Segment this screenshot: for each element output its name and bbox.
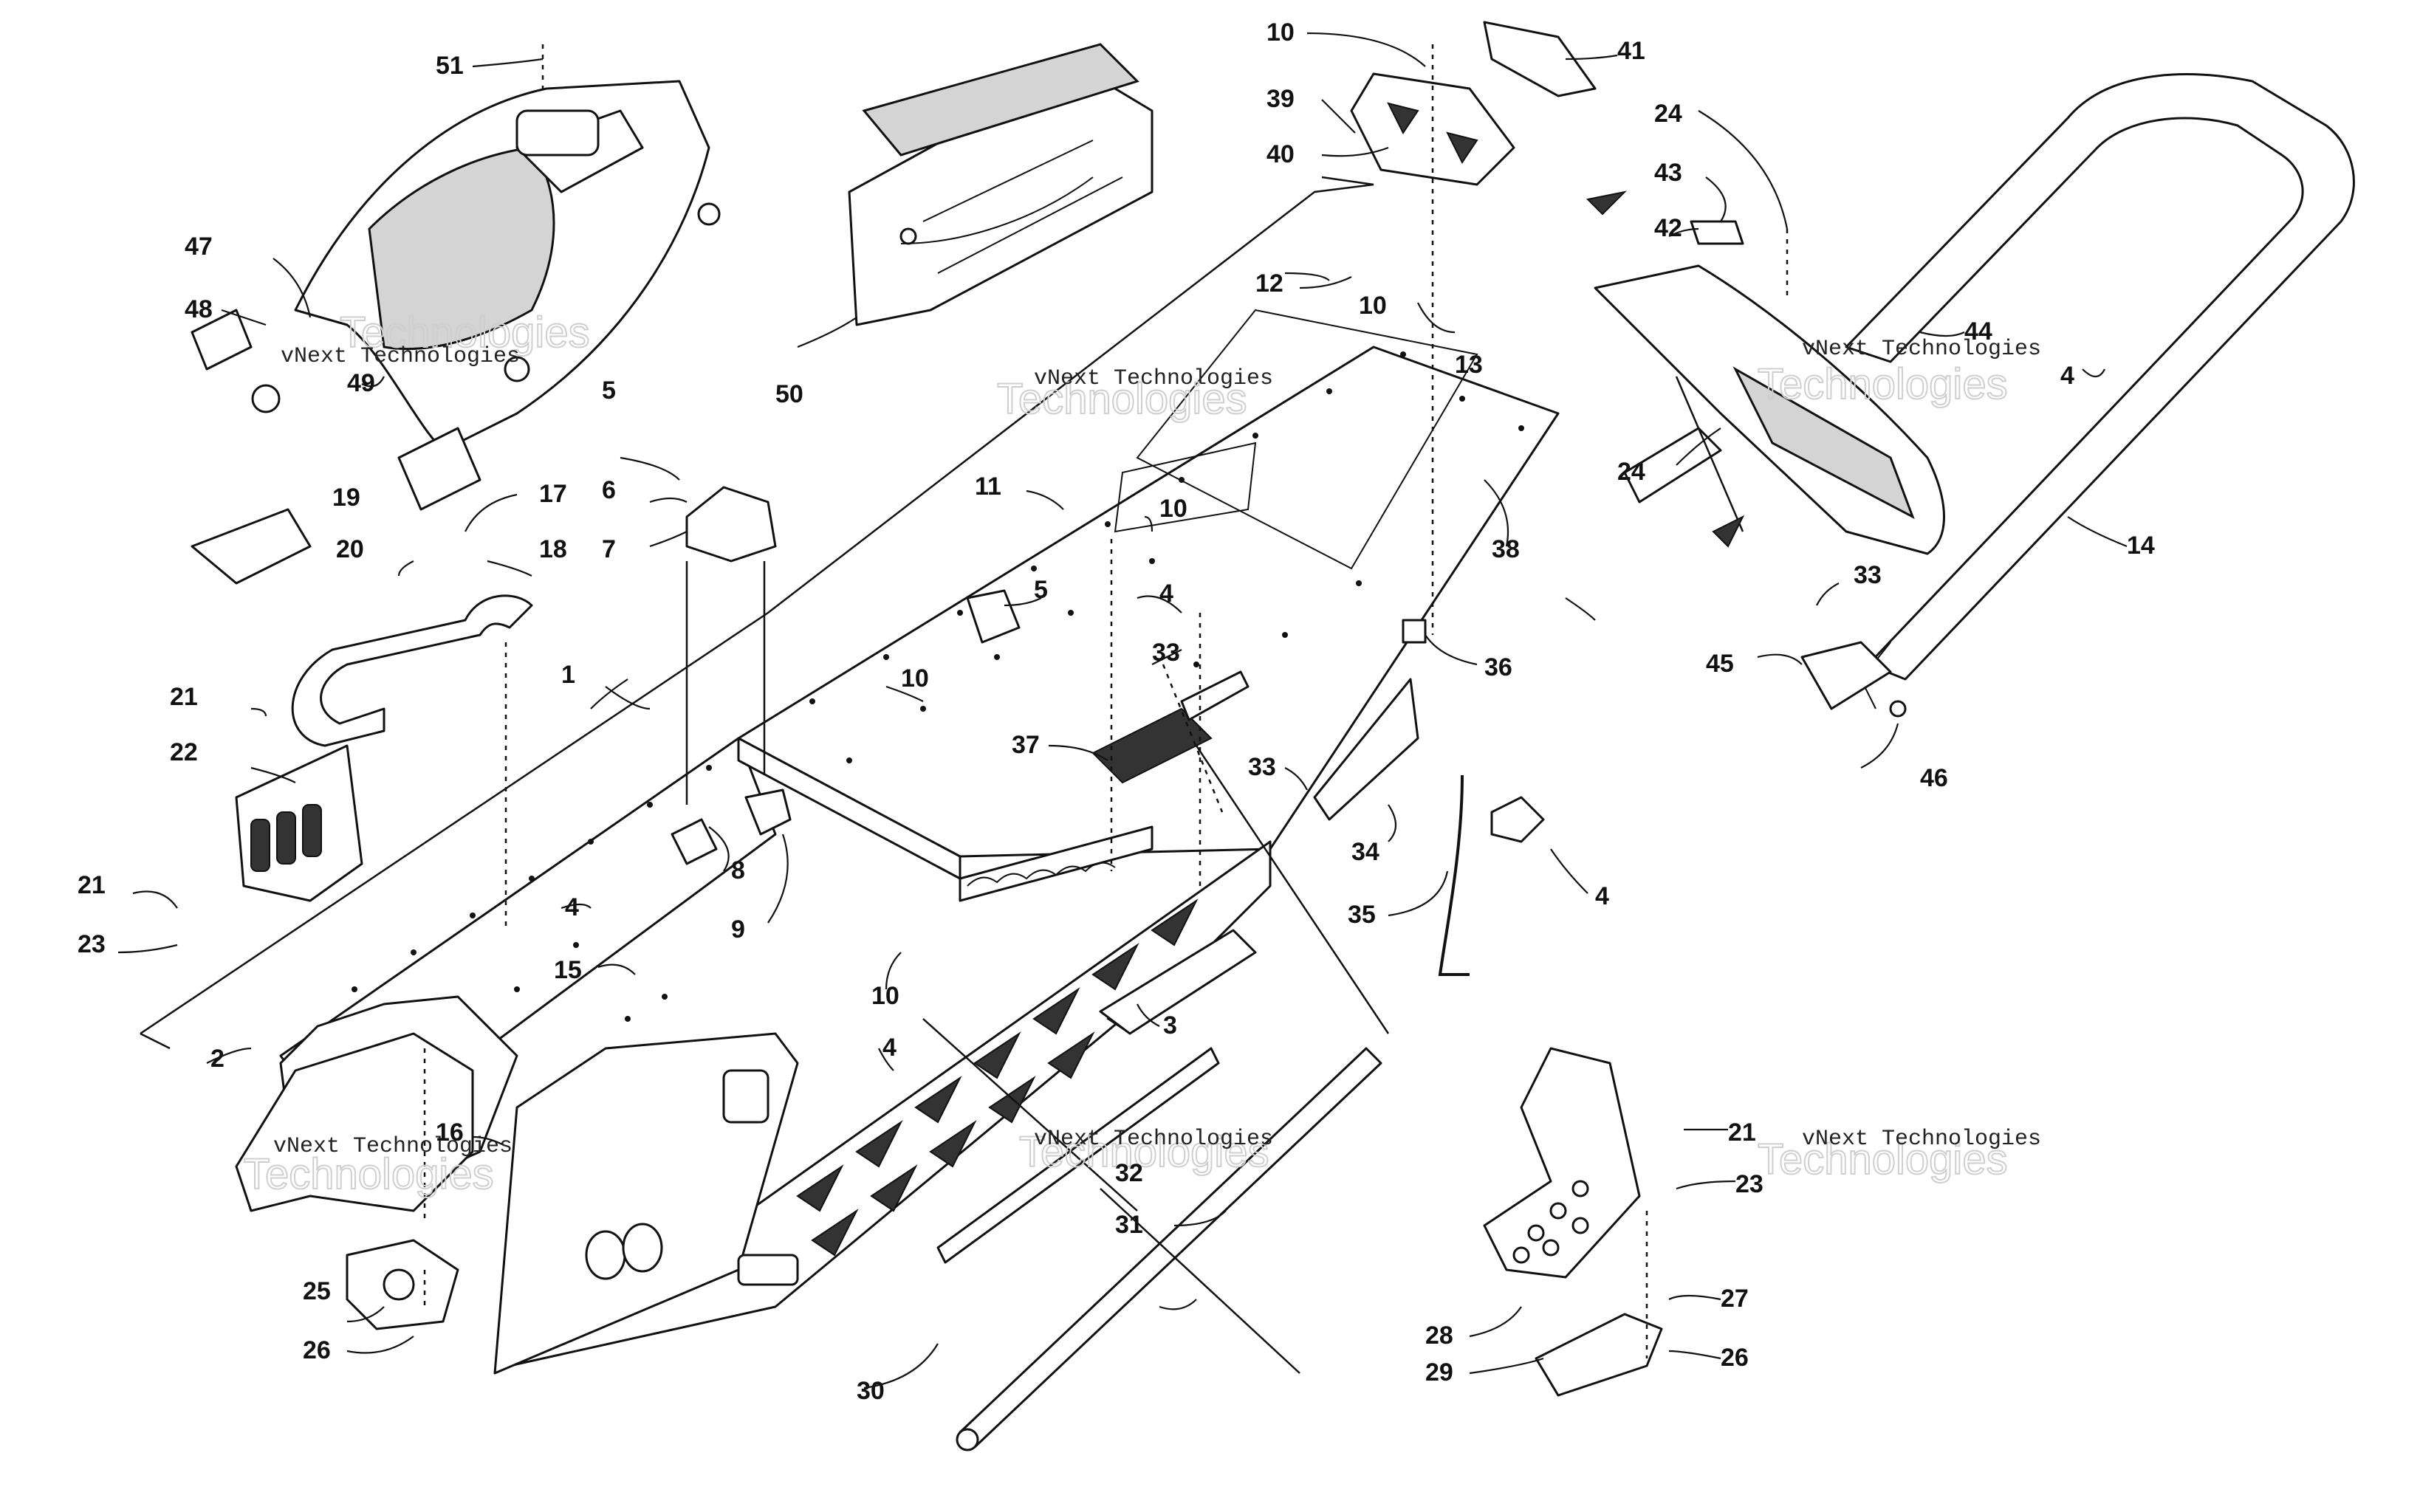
left-trim-parts <box>191 486 1021 902</box>
explode-frame <box>140 176 1374 1035</box>
direction-arrows <box>1586 190 1745 548</box>
callout-45: 45 <box>1706 650 1734 678</box>
tail-light-flap <box>1594 220 1945 555</box>
callout-24b: 24 <box>1617 458 1645 486</box>
callout-31: 31 <box>1115 1211 1143 1239</box>
seat-bag <box>848 43 1154 326</box>
callout-38: 38 <box>1492 535 1520 563</box>
callout-21c: 21 <box>1728 1118 1756 1147</box>
callout-33b: 33 <box>1152 639 1180 667</box>
callout-14: 14 <box>2127 532 2155 560</box>
watermark-big-1: Technologies <box>340 309 590 357</box>
callout-37: 37 <box>1012 731 1040 759</box>
callout-10a: 10 <box>1266 18 1295 47</box>
callout-27: 27 <box>1721 1285 1749 1313</box>
callout-10e: 10 <box>871 982 899 1010</box>
callout-33a: 33 <box>1854 561 1882 589</box>
callout-4e: 4 <box>565 893 579 921</box>
watermark-big-5: Technologies <box>1019 1128 1269 1176</box>
callout-50: 50 <box>775 380 803 408</box>
callout-24a: 24 <box>1654 100 1682 128</box>
tail-bracket <box>1350 21 1597 186</box>
callout-5b: 5 <box>602 377 616 405</box>
callout-17: 17 <box>539 480 567 508</box>
watermark-big-3: Technologies <box>1758 360 2008 408</box>
callout-47: 47 <box>185 233 213 261</box>
callout-4a: 4 <box>2060 362 2074 390</box>
callout-39: 39 <box>1266 85 1295 113</box>
callout-1: 1 <box>561 661 575 689</box>
callout-13: 13 <box>1455 351 1483 379</box>
callout-21b: 21 <box>78 871 106 899</box>
callout-46: 46 <box>1920 764 1948 792</box>
callout-23a: 23 <box>78 930 106 958</box>
callout-48: 48 <box>185 295 213 323</box>
watermark-small-1: vNext Technologies <box>281 344 520 369</box>
callout-29: 29 <box>1425 1358 1453 1386</box>
callout-10d: 10 <box>901 664 929 693</box>
seat <box>191 80 721 511</box>
watermark-big-4: Technologies <box>244 1150 494 1198</box>
callout-4d: 4 <box>882 1034 897 1062</box>
callout-16: 16 <box>436 1118 464 1147</box>
watermark-small-6: vNext Technologies <box>1802 1127 2041 1152</box>
callout-41: 41 <box>1617 37 1645 65</box>
callout-32: 32 <box>1115 1159 1143 1187</box>
callout-26b: 26 <box>1721 1344 1749 1372</box>
callout-34: 34 <box>1351 838 1379 866</box>
front-brackets <box>235 1032 474 1330</box>
callout-11: 11 <box>975 472 1001 501</box>
callout-25: 25 <box>303 1277 331 1305</box>
watermark-small-2: vNext Technologies <box>1034 366 1273 391</box>
callout-49: 49 <box>347 369 375 397</box>
callouts: 51 47 48 49 50 10 39 40 41 24 43 42 12 1… <box>78 18 2155 1405</box>
callout-2: 2 <box>210 1045 224 1073</box>
callout-7: 7 <box>602 535 616 563</box>
callout-23b: 23 <box>1735 1170 1763 1198</box>
callout-44: 44 <box>1964 317 1992 346</box>
callout-43: 43 <box>1654 159 1682 187</box>
callout-5a: 5 <box>1034 576 1048 604</box>
callout-35: 35 <box>1348 901 1376 929</box>
callout-28: 28 <box>1425 1322 1453 1350</box>
callout-4b: 4 <box>1159 580 1173 608</box>
callout-6: 6 <box>602 476 616 504</box>
callout-15: 15 <box>554 956 582 984</box>
callout-22: 22 <box>170 738 198 766</box>
callout-10c: 10 <box>1159 495 1187 523</box>
running-board <box>1483 1047 1663 1397</box>
rivet-holes <box>352 351 1524 1022</box>
callout-51: 51 <box>436 52 464 80</box>
callout-42: 42 <box>1654 214 1682 242</box>
callout-21a: 21 <box>170 683 198 711</box>
callout-8: 8 <box>731 856 745 884</box>
watermark: Technologies vNext Technologies Technolo… <box>243 308 2041 1199</box>
callout-33c: 33 <box>1248 753 1276 781</box>
callout-4c: 4 <box>1595 882 1609 910</box>
callout-20: 20 <box>336 535 364 563</box>
callout-26a: 26 <box>303 1336 331 1364</box>
callout-40: 40 <box>1266 140 1295 168</box>
watermark-small-5: vNext Technologies <box>1034 1127 1273 1152</box>
watermark-small-4: vNext Technologies <box>273 1134 513 1159</box>
watermark-big-6: Technologies <box>1758 1135 2008 1183</box>
right-side-parts <box>936 619 1545 1451</box>
callout-12: 12 <box>1255 269 1283 298</box>
callout-18: 18 <box>539 535 567 563</box>
callout-19: 19 <box>332 484 360 512</box>
watermark-big-2: Technologies <box>997 375 1247 423</box>
callout-9: 9 <box>731 915 745 944</box>
callout-10b: 10 <box>1359 292 1387 320</box>
fastener-guides <box>423 44 1789 1374</box>
callout-leaders <box>117 32 2128 1389</box>
watermark-small-3: vNext Technologies <box>1802 337 2041 362</box>
callout-36: 36 <box>1484 653 1512 681</box>
callout-30: 30 <box>857 1377 885 1405</box>
callout-3: 3 <box>1163 1011 1177 1040</box>
rear-bumper-end <box>1800 641 1907 718</box>
